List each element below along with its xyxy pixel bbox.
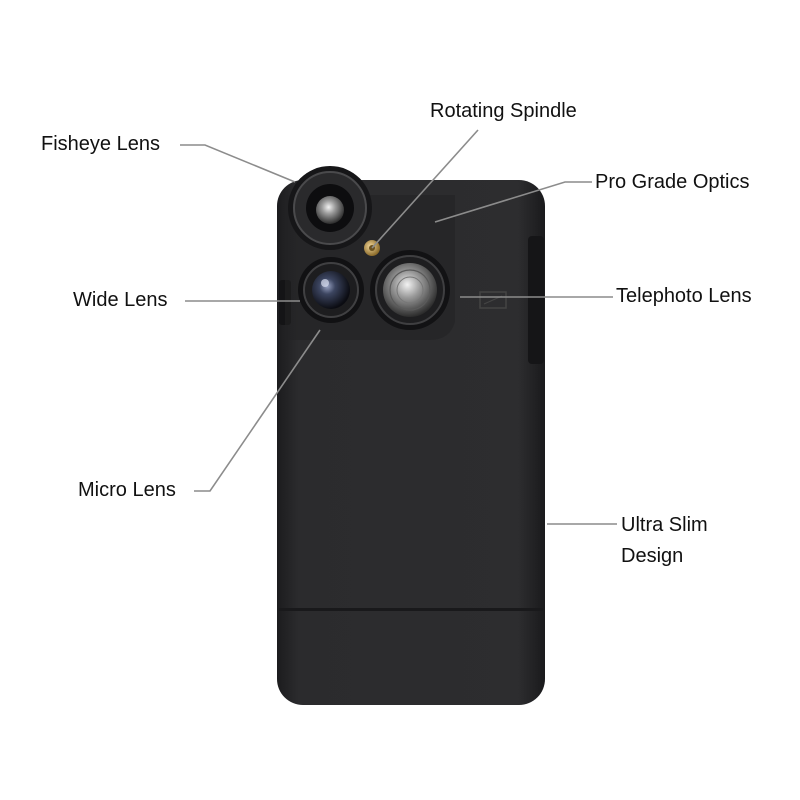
label-ultra-slim-line-1: Ultra Slim: [621, 514, 708, 536]
label-wide-lens: Wide Lens: [73, 289, 168, 311]
label-ultra-slim-line-2: Design: [621, 545, 684, 567]
leader-pro-grade-optics: [434, 181, 592, 223]
label-micro-lens: Micro Lens: [78, 479, 176, 501]
label-pro-grade-optics: Pro Grade Optics: [595, 171, 750, 193]
fisheye-lens: [288, 166, 372, 250]
label-rotating-spindle: Rotating Spindle: [430, 100, 577, 122]
label-fisheye-lens: Fisheye Lens: [41, 133, 160, 155]
leader-rotating-spindle: [371, 129, 479, 249]
leader-micro: [194, 329, 321, 492]
telephoto-lens: [370, 250, 450, 330]
leader-lines: [180, 129, 617, 525]
wide-lens: [298, 257, 364, 323]
label-telephoto-lens: Telephoto Lens: [616, 285, 752, 307]
label-ultra-slim-design: Ultra Slim Design: [621, 510, 708, 572]
leader-fisheye: [180, 144, 296, 183]
